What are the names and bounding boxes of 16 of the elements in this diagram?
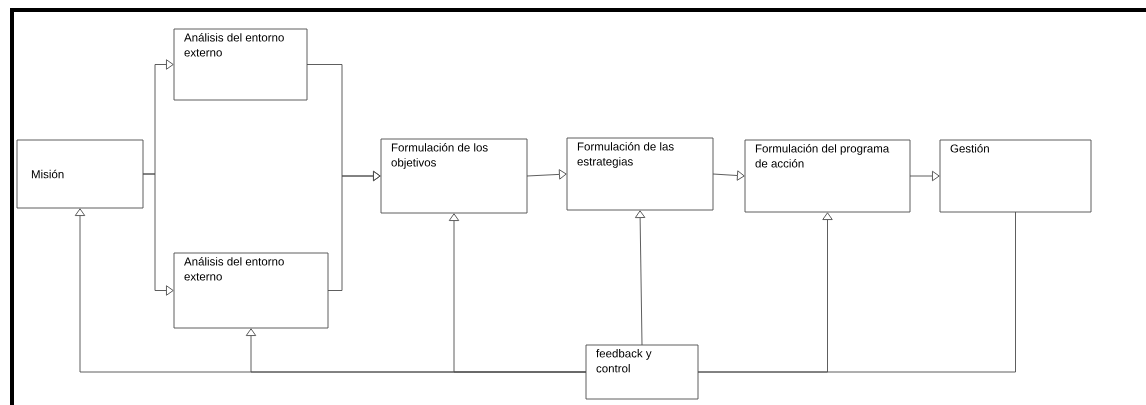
process-box: Formulación de los objetivos (380, 138, 528, 214)
arrow (909, 170, 940, 182)
process-box: Formulación de las estrategias (566, 137, 714, 211)
process-box: Misión (16, 139, 144, 209)
arrow (526, 169, 567, 180)
arrow (697, 212, 833, 373)
arrow (634, 210, 646, 346)
process-box: Formulación del programa de acción (744, 139, 911, 213)
arrow (142, 173, 174, 296)
arrow (712, 170, 745, 181)
feedback-box: feedback y control (585, 344, 699, 400)
arrow (448, 213, 587, 373)
process-box: Gestión (939, 139, 1092, 213)
process-box: Análisis del entorno externo (173, 252, 329, 329)
process-box: Análisis del entorno externo (173, 28, 308, 101)
arrow (327, 170, 381, 291)
